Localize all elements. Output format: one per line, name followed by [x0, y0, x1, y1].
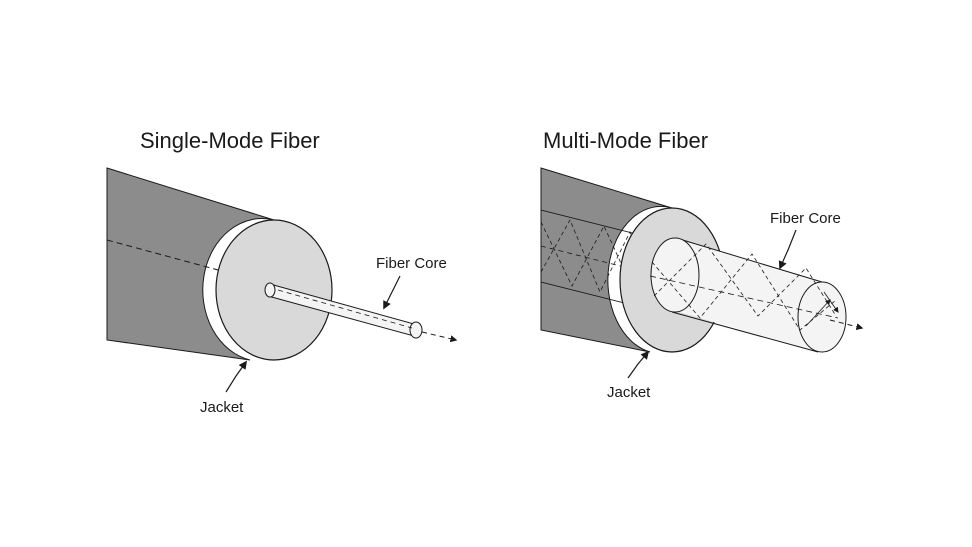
single-mode-diagram: Single-Mode Fiber Fiber Core Jacket — [106, 128, 458, 416]
multi-mode-diagram: Multi-Mode Fiber F — [540, 128, 864, 401]
single-mode-jacket-label: Jacket — [200, 399, 244, 416]
multi-mode-title: Multi-Mode Fiber — [543, 128, 708, 153]
single-mode-fiber-core — [264, 282, 423, 339]
single-mode-core-label: Fiber Core — [376, 255, 447, 272]
multi-mode-jacket-body — [540, 167, 673, 353]
single-mode-title: Single-Mode Fiber — [140, 128, 320, 153]
single-mode-jacket-body — [106, 167, 275, 361]
multi-mode-fiber-core — [649, 237, 847, 353]
multi-mode-core-label: Fiber Core — [770, 210, 841, 227]
multi-mode-jacket-label: Jacket — [607, 384, 651, 401]
